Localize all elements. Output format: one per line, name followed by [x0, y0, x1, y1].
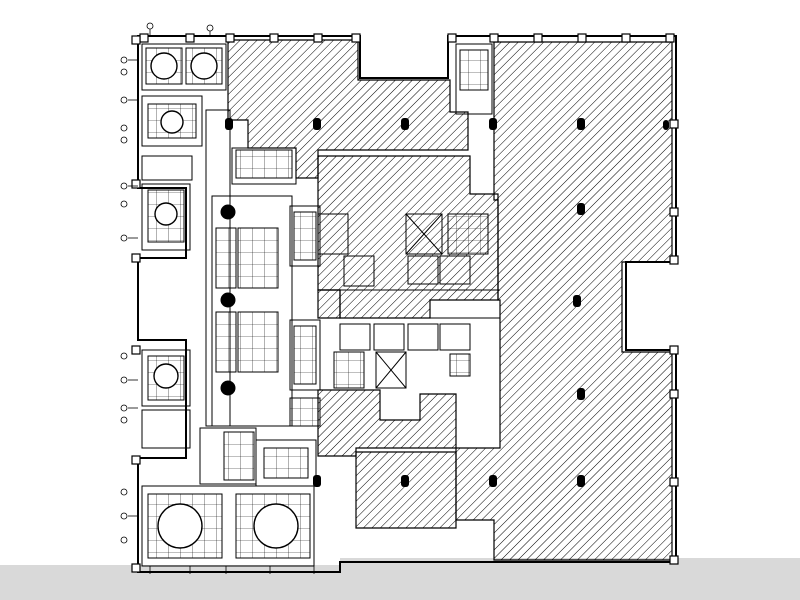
building-core — [289, 205, 500, 427]
conference-table — [154, 202, 178, 226]
conference-table — [253, 503, 299, 549]
column — [573, 295, 581, 307]
conference-table — [160, 110, 184, 134]
column — [577, 118, 585, 130]
structural-columns — [225, 118, 669, 487]
dimension-callouts — [120, 22, 214, 544]
column — [577, 388, 585, 400]
northeast-stair — [455, 43, 493, 115]
footer-band — [0, 565, 800, 600]
building-outline — [137, 35, 677, 573]
conference-table — [157, 503, 203, 549]
column — [663, 120, 669, 130]
hatched-zones — [227, 39, 673, 561]
hatched-zone-east — [455, 41, 673, 561]
column — [225, 118, 233, 130]
hatched-zone-northwest — [227, 39, 469, 179]
south-zone — [317, 289, 457, 457]
column — [401, 118, 409, 130]
bottom-grid-marks — [149, 566, 315, 574]
perimeter-columns — [131, 33, 679, 573]
conference-table — [153, 363, 179, 389]
column — [577, 203, 585, 215]
column — [401, 475, 409, 487]
column — [489, 118, 497, 130]
hatched-zone-south — [355, 451, 457, 529]
column — [313, 475, 321, 487]
central-open-office — [199, 109, 317, 487]
column — [489, 475, 497, 487]
conference-table — [190, 52, 218, 80]
conference-tables — [150, 52, 299, 549]
column — [313, 118, 321, 130]
conference-table — [150, 52, 178, 80]
column — [577, 475, 585, 487]
